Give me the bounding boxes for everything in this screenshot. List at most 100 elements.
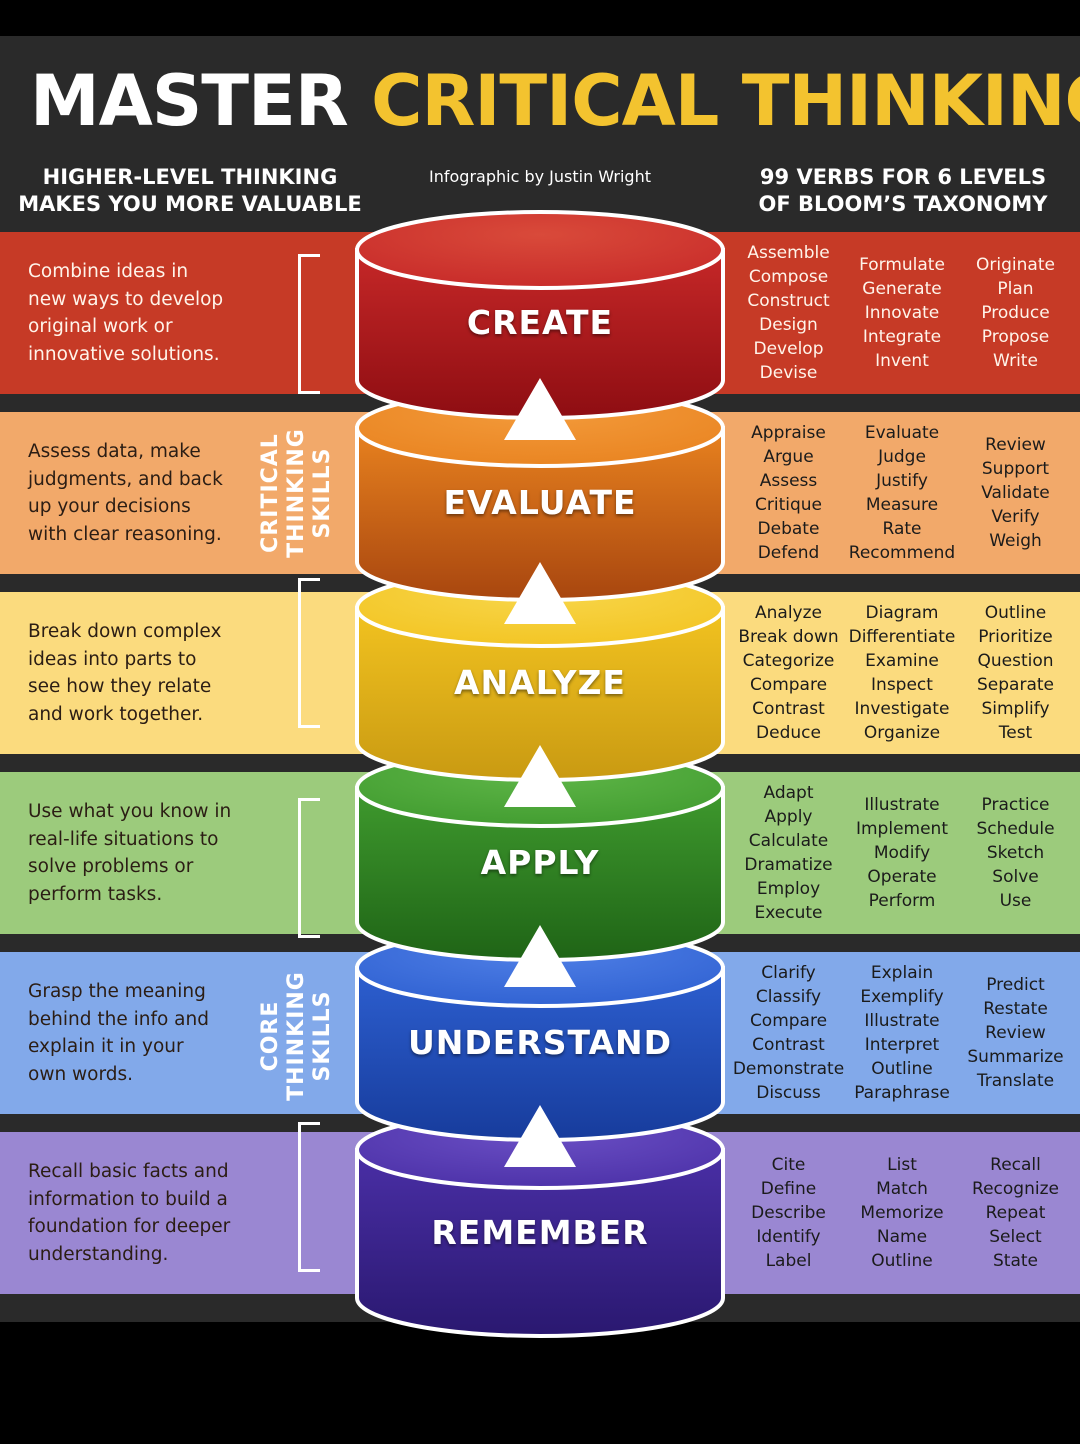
right-subtitle-line-1: 99 VERBS FOR 6 LEVELS	[759, 165, 1047, 189]
verb: Compare	[749, 1011, 828, 1031]
verb: Compare	[749, 675, 828, 695]
verb: Argue	[763, 447, 814, 467]
verb: Support	[981, 459, 1050, 479]
description-line: solve problems or	[28, 856, 194, 877]
verb: Solve	[992, 867, 1039, 887]
description-line: behind the info and	[28, 1008, 209, 1030]
description-line: foundation for deeper	[28, 1216, 231, 1237]
description-line: real-life situations to	[28, 828, 219, 850]
description-line: innovative solutions.	[28, 343, 220, 365]
verb: Validate	[981, 483, 1050, 503]
verb: Write	[993, 351, 1038, 371]
verb: Verify	[991, 507, 1040, 527]
verb: Judge	[878, 447, 926, 467]
description-line: own words.	[28, 1063, 134, 1085]
verb: Restate	[983, 999, 1048, 1019]
verb: Assemble	[747, 243, 830, 263]
verb: Investigate	[854, 699, 950, 719]
group-label-line: CORE	[258, 1000, 283, 1072]
description-line: original work or	[28, 316, 173, 337]
verb: Exemplify	[860, 987, 944, 1007]
verb: Innovate	[864, 303, 940, 323]
verb: Schedule	[976, 819, 1055, 839]
verb: Deduce	[756, 723, 821, 743]
verb: Question	[977, 651, 1054, 671]
level-name-remember: REMEMBER	[431, 1213, 649, 1252]
verb: Categorize	[742, 651, 835, 671]
left-subtitle: HIGHER-LEVEL THINKING MAKES YOU MORE VAL…	[10, 164, 370, 218]
verb: Explain	[870, 963, 934, 983]
verb: Modify	[873, 843, 931, 863]
verb: Diagram	[865, 603, 939, 623]
verb: Classify	[755, 987, 822, 1007]
verb: Test	[998, 723, 1033, 743]
description-line: perform tasks.	[28, 883, 163, 905]
group-bracket	[298, 798, 320, 938]
verb: Translate	[976, 1071, 1055, 1091]
description-line: information to build a	[28, 1188, 228, 1210]
verb: Inspect	[871, 675, 933, 695]
verb: Repeat	[985, 1203, 1046, 1223]
verb: Invent	[875, 351, 929, 371]
description-line: Assess data, make	[28, 441, 201, 462]
verb: Label	[765, 1251, 812, 1271]
group-bracket	[298, 254, 320, 394]
verb: Defend	[757, 543, 820, 563]
verb: Paraphrase	[854, 1083, 950, 1103]
verb: Execute	[754, 903, 823, 923]
group-label-line: THINKING	[284, 971, 309, 1101]
verb: Interpret	[864, 1035, 940, 1055]
title-part-2: CRITICAL THINKING	[371, 60, 1080, 142]
verb: Generate	[862, 279, 942, 299]
verb: State	[993, 1251, 1038, 1271]
verb: Assess	[759, 471, 818, 491]
description-line: Use what you know in	[28, 801, 232, 822]
verb: Critique	[755, 495, 822, 515]
verb: List	[887, 1155, 917, 1175]
verb: Organize	[863, 723, 941, 743]
verb: Cite	[771, 1155, 806, 1175]
verb: Outline	[871, 1251, 933, 1271]
description-line: new ways to develop	[28, 288, 224, 310]
verb: Sketch	[986, 843, 1045, 863]
verb: Devise	[759, 363, 818, 383]
verb: Evaluate	[864, 423, 940, 443]
verb: Integrate	[862, 327, 942, 347]
group-label-line: SKILLS	[310, 990, 335, 1082]
verb: Review	[985, 435, 1046, 455]
level-name-create: CREATE	[466, 303, 614, 342]
verb: Separate	[977, 675, 1054, 695]
group-label-line: THINKING	[284, 428, 309, 558]
title-part-1: MASTER	[30, 60, 349, 142]
verb: Practice	[981, 795, 1050, 815]
level-name-evaluate: EVALUATE	[443, 483, 637, 522]
verb: Propose	[981, 327, 1050, 347]
verb: Predict	[986, 975, 1045, 995]
description-line: Combine ideas in	[28, 261, 189, 282]
description-line: and work together.	[28, 703, 204, 725]
description-line: up your decisions	[28, 496, 191, 517]
group-bracket	[298, 1122, 320, 1272]
description-evaluate: Assess data, make judgments, and back up y…	[28, 438, 256, 548]
description-line: see how they relate	[28, 676, 212, 697]
level-name-analyze: ANALYZE	[454, 663, 626, 702]
verb: Use	[999, 891, 1032, 911]
verb: Operate	[867, 867, 937, 887]
description-line: Grasp the meaning	[28, 981, 206, 1002]
verb: Contrast	[752, 1035, 825, 1055]
description-line: judgments, and back	[28, 468, 223, 490]
